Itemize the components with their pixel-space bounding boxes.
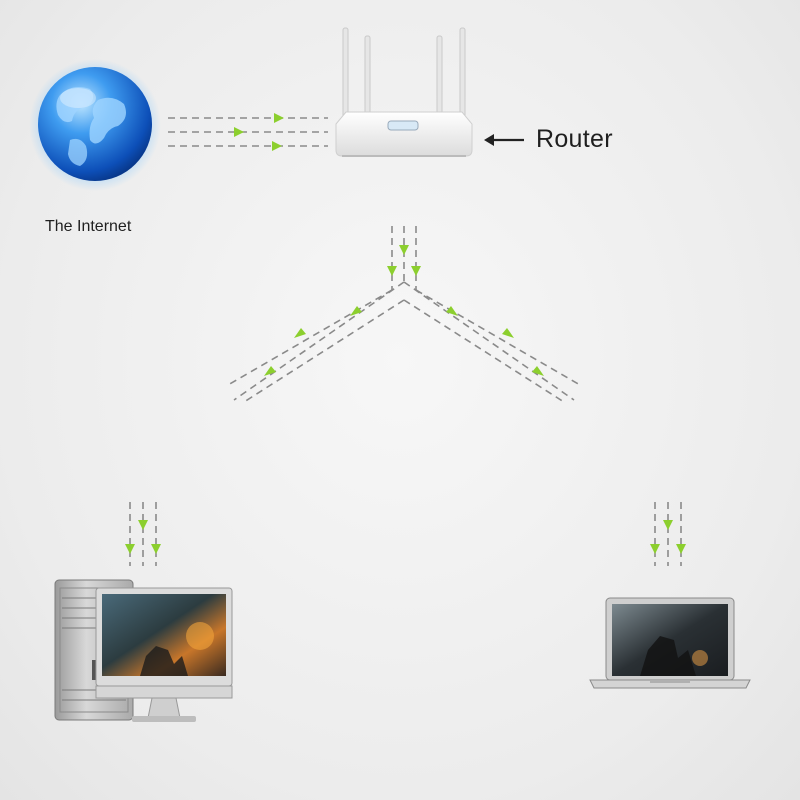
arrow-diagonal-icon <box>350 306 362 316</box>
arrow-down-icon <box>138 520 148 530</box>
arrow-down-icon <box>387 266 397 276</box>
laptop-icon <box>589 597 751 689</box>
arrow-right-icon <box>274 113 284 123</box>
arrow-diagonal-icon <box>532 366 544 376</box>
arrow-right-icon <box>272 141 282 151</box>
router-icon <box>335 27 473 157</box>
desktop-computer-icon <box>54 579 233 722</box>
arrow-down-icon <box>125 544 135 554</box>
router-label: Router <box>536 125 613 153</box>
internet-to-router-link <box>168 117 328 147</box>
arrow-diagonal-icon <box>264 366 276 376</box>
left-adapter-to-desktop-link <box>129 502 157 566</box>
arrow-diagonal-icon <box>446 306 458 316</box>
router-downlink <box>391 226 417 290</box>
direction-arrows <box>234 113 284 151</box>
router-to-left-adapter-link <box>227 281 405 403</box>
arrow-down-icon <box>676 544 686 554</box>
arrow-down-icon <box>411 266 421 276</box>
arrow-diagonal-icon <box>502 328 514 338</box>
arrow-down-icon <box>650 544 660 554</box>
arrow-diagonal-icon <box>294 328 306 338</box>
router-to-right-adapter-link <box>403 281 581 403</box>
arrow-down-icon <box>399 245 409 255</box>
arrow-right-icon <box>234 127 244 137</box>
globe-icon <box>29 59 161 191</box>
arrow-down-icon <box>663 520 673 530</box>
internet-label: The Internet <box>45 218 132 235</box>
right-adapter-to-laptop-link <box>654 502 682 566</box>
router-pointer-arrow <box>484 134 524 146</box>
arrow-down-icon <box>151 544 161 554</box>
